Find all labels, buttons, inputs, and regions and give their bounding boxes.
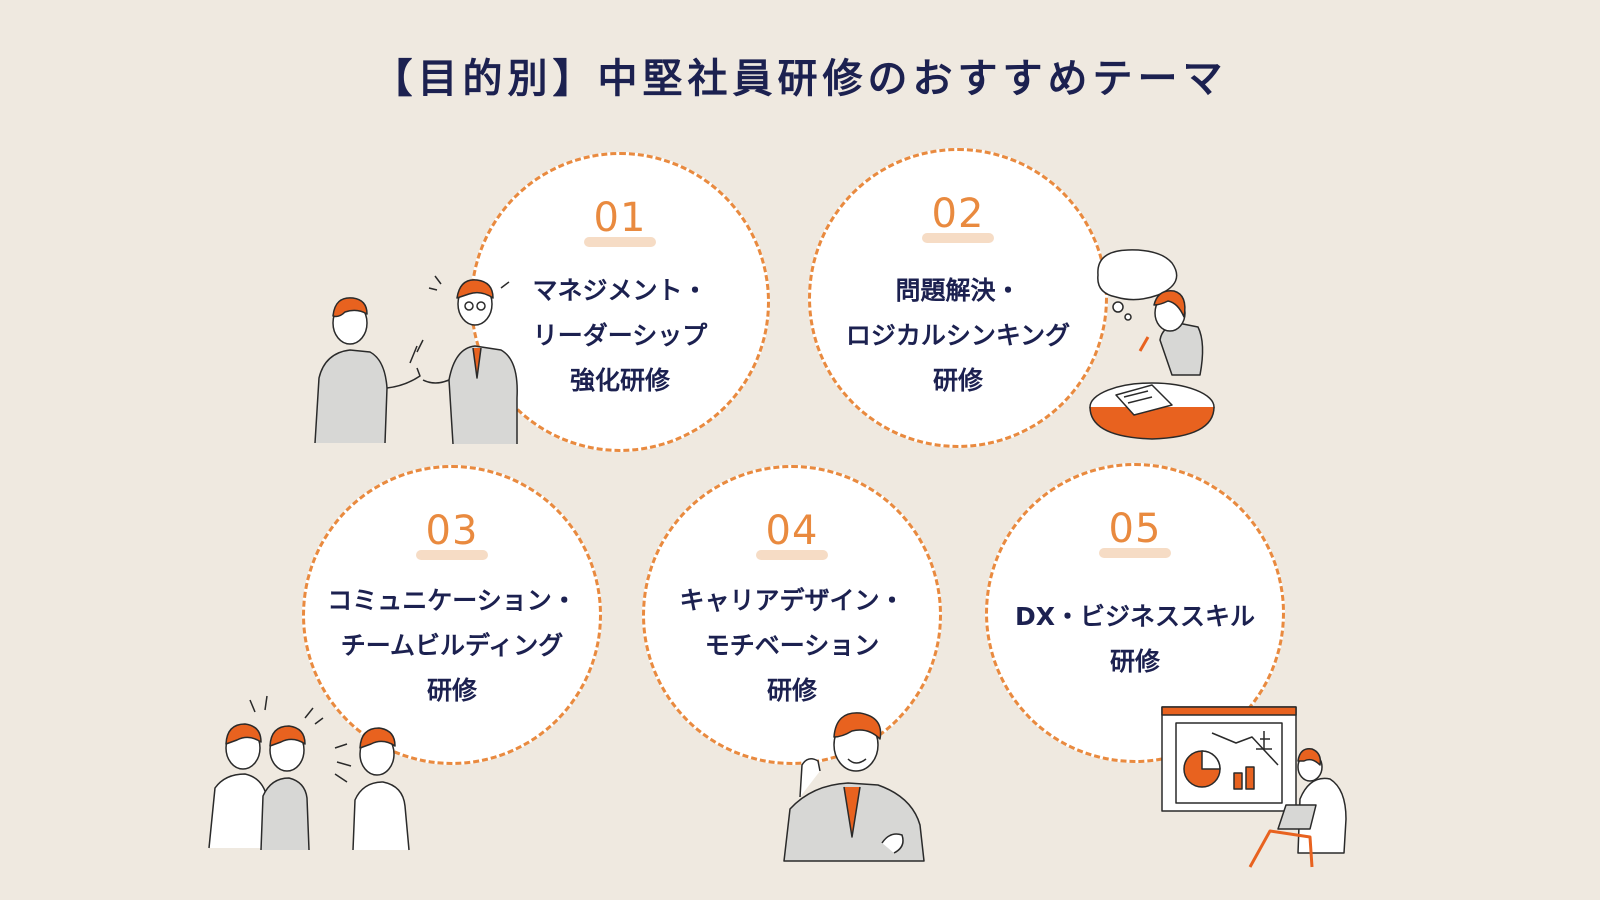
theme-label: コミュニケーション・ チームビルディング 研修	[327, 586, 577, 705]
number-brush-underline	[1099, 548, 1171, 558]
number-brush-underline	[756, 550, 828, 560]
number-brush-underline	[922, 233, 994, 243]
theme-circle-01: 01 マネジメント・ リーダーシップ 強化研修	[470, 152, 770, 452]
theme-label: キャリアデザイン・ モチベーション 研修	[679, 586, 905, 705]
number-brush-underline	[416, 550, 488, 560]
theme-circle-04: 04 キャリアデザイン・ モチベーション 研修	[642, 465, 942, 765]
theme-number: 04	[765, 508, 819, 554]
team-group-illustration	[208, 695, 410, 851]
motivated-man-illustration	[783, 712, 925, 862]
handshake-people-illustration	[314, 275, 518, 445]
theme-number: 05	[1108, 506, 1162, 552]
theme-circle-03: 03 コミュニケーション・ チームビルディング 研修	[302, 465, 602, 765]
theme-label: マネジメント・ リーダーシップ 強化研修	[532, 276, 708, 395]
theme-label: DX・ビジネススキル 研修	[1014, 602, 1256, 676]
theme-circle-02: 02 問題解決・ ロジカルシンキング 研修	[808, 148, 1108, 448]
theme-label: 問題解決・ ロジカルシンキング 研修	[845, 276, 1071, 395]
theme-number: 02	[931, 191, 985, 237]
theme-number: 01	[593, 195, 647, 241]
thinking-woman-illustration	[1089, 249, 1215, 440]
number-brush-underline	[584, 237, 656, 247]
page-title: 【目的別】中堅社員研修のおすすめテーマ	[372, 56, 1228, 102]
theme-number: 03	[425, 508, 479, 554]
dx-laptop-illustration	[1161, 706, 1347, 868]
